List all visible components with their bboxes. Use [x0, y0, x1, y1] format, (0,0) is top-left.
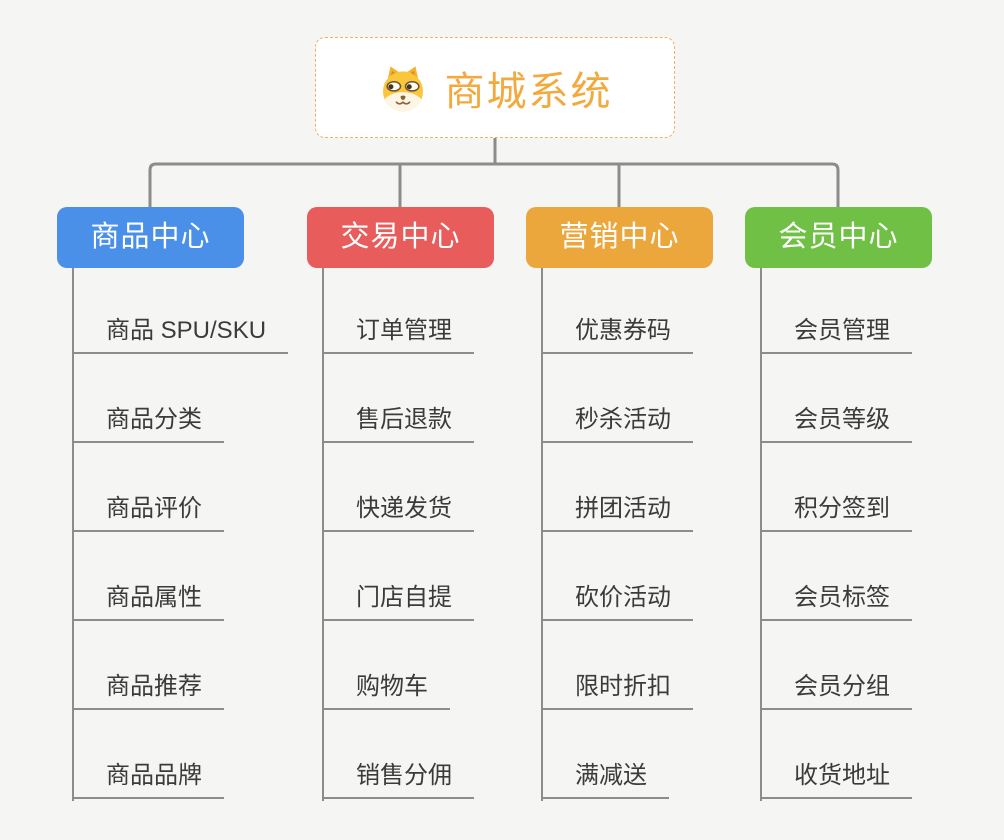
child-topic[interactable]: 商品 SPU/SKU — [72, 310, 289, 354]
child-topic[interactable]: 秒杀活动 — [541, 399, 693, 443]
child-topic-row: 会员标签 — [760, 532, 932, 621]
child-topic-row: 购物车 — [322, 621, 494, 710]
child-topic-row: 快递发货 — [322, 443, 494, 532]
child-topic-row: 秒杀活动 — [541, 354, 713, 443]
child-topic-row: 会员分组 — [760, 621, 932, 710]
child-topic-row: 积分签到 — [760, 443, 932, 532]
dog-face-icon — [378, 63, 428, 113]
child-topic-row: 商品推荐 — [72, 621, 288, 710]
child-topic[interactable]: 限时折扣 — [541, 666, 693, 710]
child-topic-row: 满减送 — [541, 710, 713, 799]
child-topic[interactable]: 会员管理 — [760, 310, 912, 354]
branch-node[interactable]: 会员中心 — [745, 207, 932, 268]
child-topic-row: 砍价活动 — [541, 532, 713, 621]
child-topic-row: 商品评价 — [72, 443, 288, 532]
branch-node[interactable]: 交易中心 — [307, 207, 494, 268]
child-topic-row: 限时折扣 — [541, 621, 713, 710]
child-topic[interactable]: 商品评价 — [72, 488, 224, 532]
child-topic-row: 收货地址 — [760, 710, 932, 799]
child-topic-row: 拼团活动 — [541, 443, 713, 532]
child-topic-row: 售后退款 — [322, 354, 494, 443]
child-topic[interactable]: 快递发货 — [322, 488, 474, 532]
branch-item-list: 订单管理售后退款快递发货门店自提购物车销售分佣 — [322, 268, 494, 801]
child-topic[interactable]: 销售分佣 — [322, 755, 474, 799]
branch-column: 会员中心会员管理会员等级积分签到会员标签会员分组收货地址 — [745, 207, 932, 801]
child-topic[interactable]: 门店自提 — [322, 577, 474, 621]
child-topic-row: 商品属性 — [72, 532, 288, 621]
child-topic[interactable]: 售后退款 — [322, 399, 474, 443]
child-topic[interactable]: 商品属性 — [72, 577, 224, 621]
branch-item-list: 商品 SPU/SKU 商品分类商品评价商品属性商品推荐商品品牌 — [72, 268, 289, 801]
child-topic-row: 会员等级 — [760, 354, 932, 443]
branch-spine-line — [322, 268, 324, 801]
branch-node[interactable]: 营销中心 — [526, 207, 713, 268]
child-topic[interactable]: 满减送 — [541, 755, 669, 799]
child-topic[interactable]: 商品分类 — [72, 399, 224, 443]
child-topic[interactable]: 商品推荐 — [72, 666, 224, 710]
child-topic-row: 订单管理 — [322, 268, 494, 354]
branch-spine-line — [72, 268, 74, 801]
branch-item-list: 会员管理会员等级积分签到会员标签会员分组收货地址 — [760, 268, 932, 801]
child-topic-row: 会员管理 — [760, 268, 932, 354]
branch-column: 商品中心商品 SPU/SKU 商品分类商品评价商品属性商品推荐商品品牌 — [57, 207, 289, 801]
branch-item-list: 优惠券码秒杀活动拼团活动砍价活动限时折扣满减送 — [541, 268, 713, 801]
branch-rail-line — [148, 162, 840, 207]
child-topic-row: 商品品牌 — [72, 710, 288, 799]
branch-spine-line — [760, 268, 762, 801]
child-topic-row: 商品分类 — [72, 354, 288, 443]
child-topic[interactable]: 积分签到 — [760, 488, 912, 532]
root-title: 商城系统 — [444, 69, 613, 114]
child-topic[interactable]: 购物车 — [322, 666, 450, 710]
child-topic[interactable]: 商品品牌 — [72, 755, 224, 799]
branch-node[interactable]: 商品中心 — [57, 207, 244, 268]
child-topic[interactable]: 会员等级 — [760, 399, 912, 443]
branch-spine-line — [541, 268, 543, 801]
child-topic[interactable]: 订单管理 — [322, 310, 474, 354]
child-topic-row: 销售分佣 — [322, 710, 494, 799]
branch-column: 营销中心优惠券码秒杀活动拼团活动砍价活动限时折扣满减送 — [526, 207, 713, 801]
branch-column: 交易中心订单管理售后退款快递发货门店自提购物车销售分佣 — [307, 207, 494, 801]
child-topic[interactable]: 会员分组 — [760, 666, 912, 710]
child-topic[interactable]: 收货地址 — [760, 755, 912, 799]
child-topic[interactable]: 会员标签 — [760, 577, 912, 621]
child-topic-row: 优惠券码 — [541, 268, 713, 354]
child-topic[interactable]: 优惠券码 — [541, 310, 693, 354]
child-topic-row: 门店自提 — [322, 532, 494, 621]
child-topic-row: 商品 SPU/SKU — [72, 268, 289, 354]
child-topic[interactable]: 砍价活动 — [541, 577, 693, 621]
root-node[interactable]: 商城系统 — [315, 37, 675, 138]
child-topic[interactable]: 拼团活动 — [541, 488, 693, 532]
